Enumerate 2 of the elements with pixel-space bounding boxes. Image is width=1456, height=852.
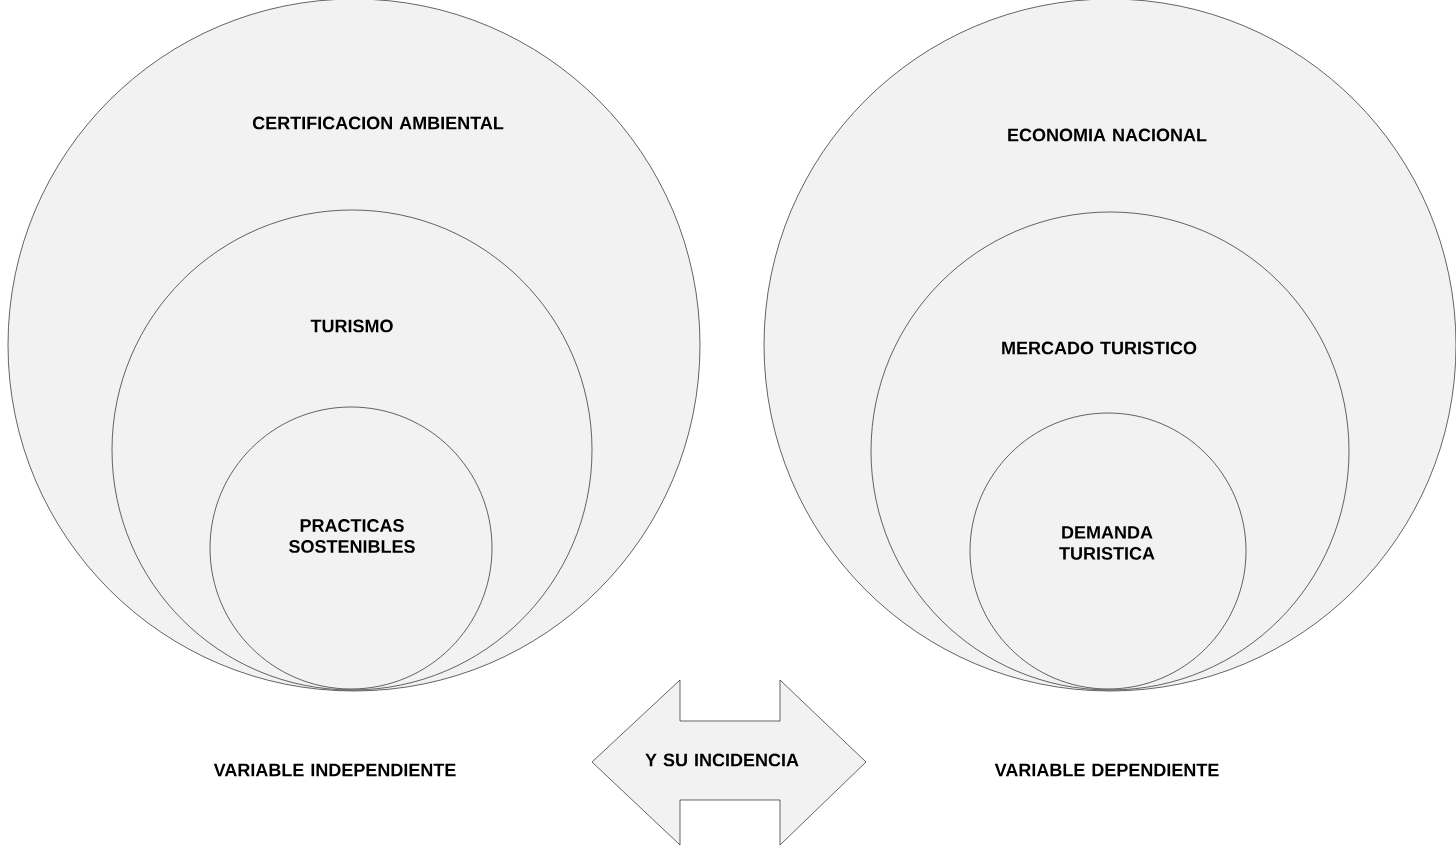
- variable-label: VARIABLE DEPENDIENTE: [994, 763, 1219, 777]
- variable-label: VARIABLE INDEPENDIENTE: [213, 763, 456, 777]
